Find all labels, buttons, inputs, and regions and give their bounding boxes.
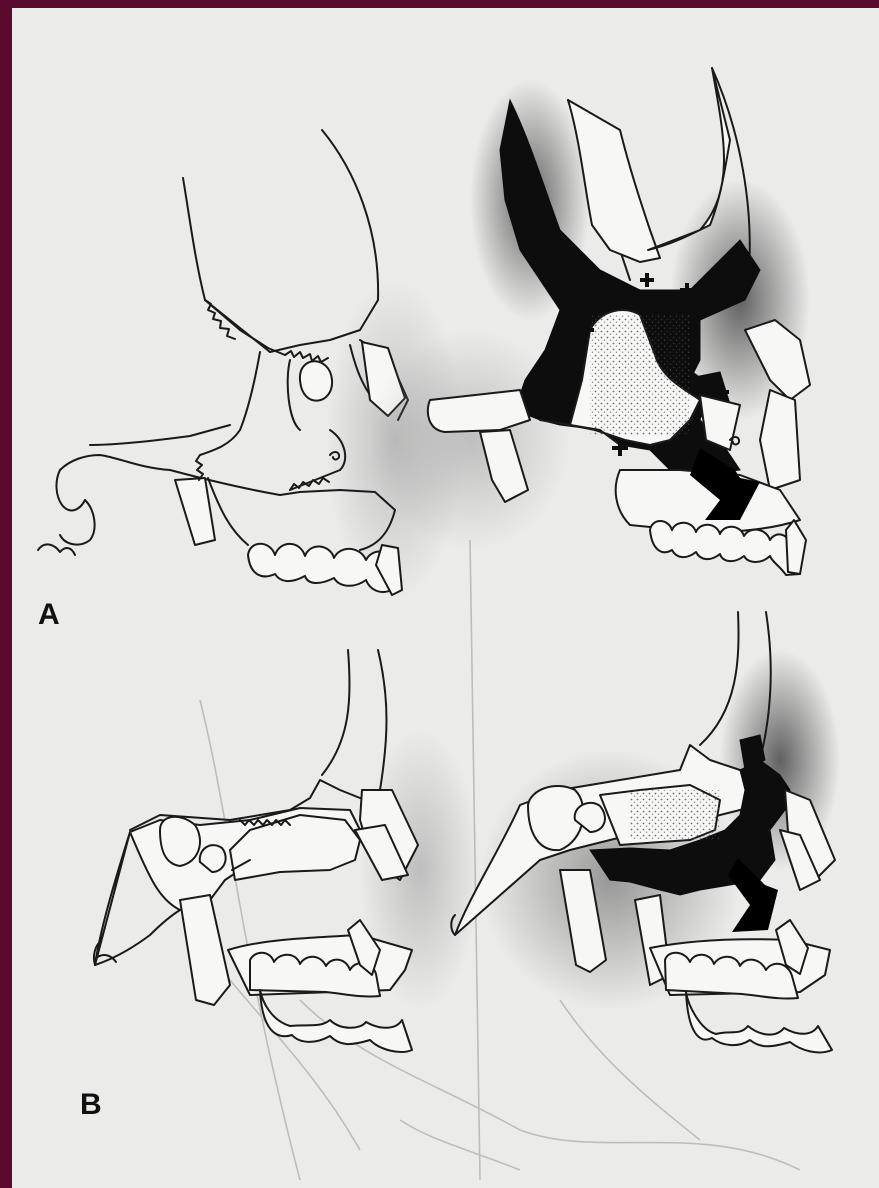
- artist-signature-icon: [38, 544, 75, 555]
- panel-label-a: A: [38, 600, 60, 630]
- skull-b-right: [451, 612, 840, 1052]
- panel-label-b: B: [80, 1090, 102, 1120]
- skull-b-left: [94, 650, 480, 1052]
